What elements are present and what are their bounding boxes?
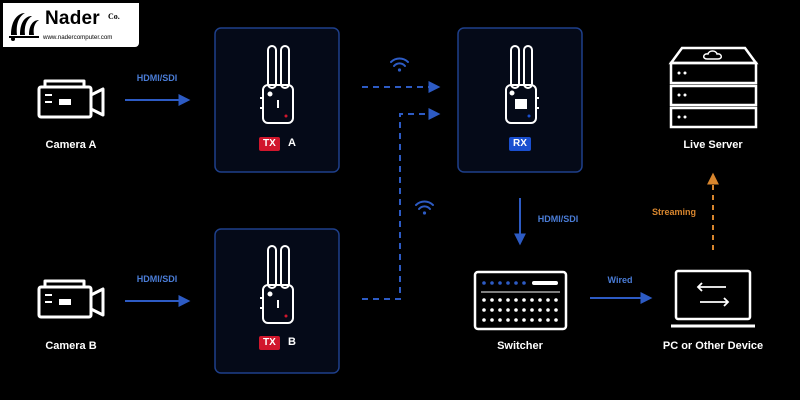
streaming-connection-label: Streaming [651,207,697,217]
tx-b-badge: TX [259,336,280,350]
camera-a-icon [37,79,105,119]
wifi-icon [415,200,434,215]
switcher-icon [473,270,568,331]
logo-suffix: Co. [108,12,120,21]
camera-a-connection-label: HDMI/SDI [136,73,178,83]
camera-b-icon [37,279,105,319]
pc-label: PC or Other Device [662,340,764,352]
switcher-label: Switcher [497,340,543,352]
rx-device-icon [505,45,539,124]
camera-b-connection-label: HDMI/SDI [136,274,178,284]
rx-switcher-connection-label: HDMI/SDI [537,214,579,224]
company-logo: Nader Co. www.nadercomputer.com [3,3,139,47]
rx-badge: RX [509,137,531,151]
tx-a-device-icon [260,45,294,124]
camera-a-label: Camera A [45,139,97,151]
switcher-pc-connection-label: Wired [607,275,633,285]
pc-monitor-icon [671,269,755,328]
logo-url: www.nadercomputer.com [43,34,113,41]
tx-a-badge: TX [259,137,280,151]
live-server-icon [668,46,759,129]
live-server-label: Live Server [683,139,743,151]
tx-b-suffix: B [288,336,296,348]
logo-name: Nader [45,8,100,29]
camera-b-label: Camera B [45,340,97,352]
wifi-icon [390,57,409,72]
tx-b-device-icon [260,245,294,324]
tx-b-to-rx-link [362,108,441,300]
tx-a-suffix: A [288,137,296,149]
logo-emblem-icon [9,13,39,41]
